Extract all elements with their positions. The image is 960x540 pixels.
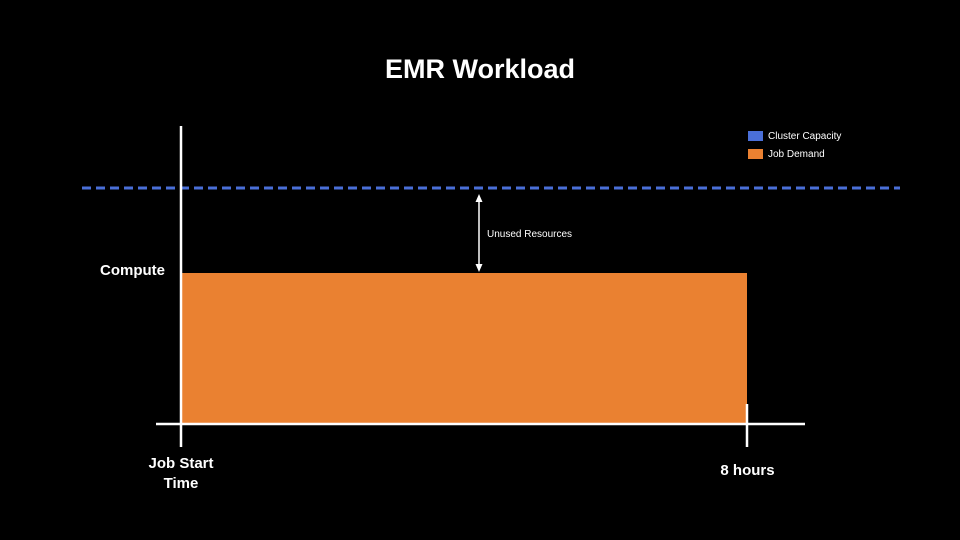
legend-label-demand: Job Demand — [768, 148, 825, 160]
legend-item-cluster-capacity: Cluster Capacity — [748, 127, 841, 145]
y-axis-label: Compute — [100, 262, 165, 279]
unused-resources-label: Unused Resources — [487, 229, 573, 240]
legend-item-job-demand: Job Demand — [748, 145, 841, 163]
page-title: EMR Workload — [384, 54, 575, 84]
legend: Cluster Capacity Job Demand — [748, 127, 841, 163]
legend-swatch-capacity — [748, 131, 763, 141]
legend-swatch-demand — [748, 149, 763, 159]
job-demand-area — [182, 273, 747, 424]
legend-label-capacity: Cluster Capacity — [768, 130, 842, 142]
unused-arrow-head-up — [475, 194, 483, 202]
x-axis-end-label: 8 hours — [720, 462, 775, 479]
x-axis-start-label: Job Start Time — [148, 455, 214, 492]
unused-arrow-head-down — [475, 264, 483, 272]
